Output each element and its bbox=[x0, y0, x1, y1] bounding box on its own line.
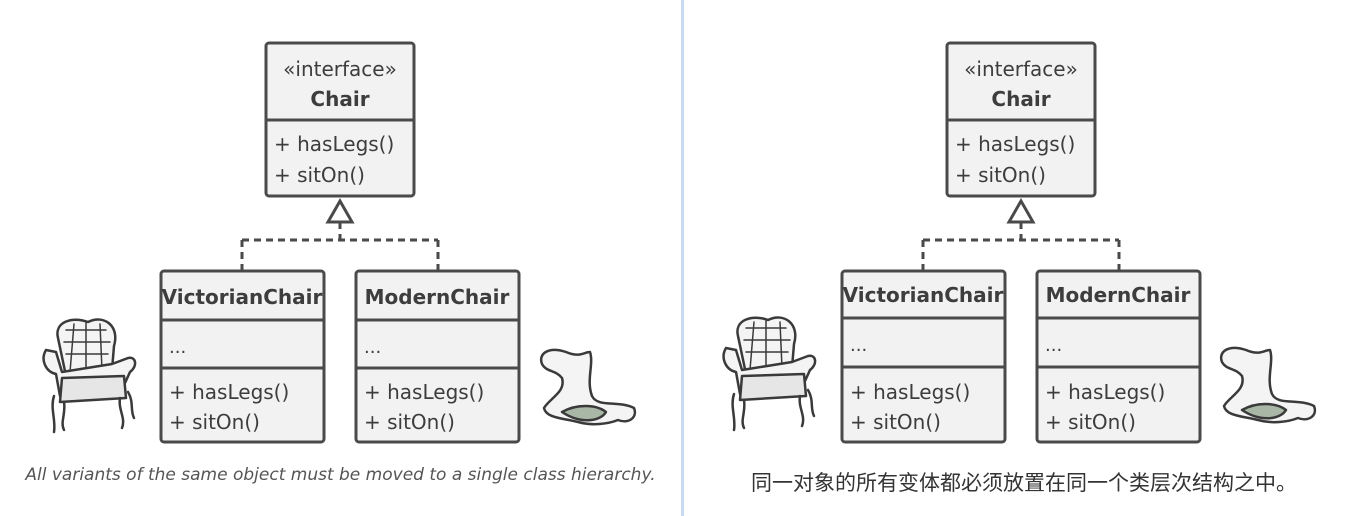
class-fields: ... bbox=[850, 335, 867, 356]
class-victorianchair-box: VictorianChair ... + hasLegs() + sitOn() bbox=[159, 269, 326, 444]
interface-method-2: + sitOn() bbox=[955, 163, 1046, 187]
class-method-1: + hasLegs() bbox=[364, 380, 484, 404]
interface-method-2: + sitOn() bbox=[274, 163, 365, 187]
class-modernchair-box: ModernChair ... + hasLegs() + sitOn() bbox=[1035, 269, 1202, 444]
class-method-2: + sitOn() bbox=[850, 410, 941, 434]
interface-method-1: + hasLegs() bbox=[955, 132, 1075, 156]
class-victorianchair-box: VictorianChair ... + hasLegs() + sitOn() bbox=[840, 269, 1007, 444]
class-method-1: + hasLegs() bbox=[850, 380, 970, 404]
class-name: VictorianChair bbox=[162, 285, 323, 309]
class-modernchair-box: ModernChair ... + hasLegs() + sitOn() bbox=[354, 269, 521, 444]
class-diagram: «interface» Chair + hasLegs() + sitOn() … bbox=[42, 41, 637, 444]
english-panel: «interface» Chair + hasLegs() + sitOn() … bbox=[25, 0, 684, 516]
class-diagram: «interface» Chair + hasLegs() + sitOn() … bbox=[722, 41, 1317, 444]
caption: All variants of the same object must be … bbox=[25, 465, 656, 485]
chinese-panel: «interface» Chair + hasLegs() + sitOn() … bbox=[686, 0, 1362, 516]
interface-method-1: + hasLegs() bbox=[274, 132, 394, 156]
interface-name: Chair bbox=[310, 87, 369, 111]
realization-connector bbox=[921, 197, 1121, 271]
class-fields: ... bbox=[169, 337, 186, 358]
caption: 同一对象的所有变体都必须放置在同一个类层次结构之中。 bbox=[751, 471, 1297, 495]
victorian-armchair-icon bbox=[722, 316, 817, 432]
class-method-2: + sitOn() bbox=[1045, 410, 1136, 434]
interface-stereotype: «interface» bbox=[964, 57, 1078, 81]
class-method-2: + sitOn() bbox=[169, 410, 260, 434]
interface-chair-box: «interface» Chair + hasLegs() + sitOn() bbox=[264, 41, 416, 198]
realization-connector bbox=[240, 197, 440, 271]
class-fields: ... bbox=[364, 337, 381, 358]
realization-arrowhead bbox=[1006, 197, 1036, 224]
class-fields: ... bbox=[1045, 335, 1062, 356]
victorian-armchair-icon bbox=[42, 318, 137, 434]
realization-arrowhead bbox=[325, 197, 355, 224]
class-name: ModernChair bbox=[1046, 283, 1191, 307]
class-name: VictorianChair bbox=[843, 283, 1004, 307]
modern-chair-icon bbox=[539, 348, 637, 426]
class-method-1: + hasLegs() bbox=[169, 380, 289, 404]
interface-name: Chair bbox=[991, 87, 1050, 111]
modern-chair-icon bbox=[1219, 346, 1317, 424]
class-method-2: + sitOn() bbox=[364, 410, 455, 434]
class-method-1: + hasLegs() bbox=[1045, 380, 1165, 404]
interface-stereotype: «interface» bbox=[283, 57, 397, 81]
class-name: ModernChair bbox=[365, 285, 510, 309]
interface-chair-box: «interface» Chair + hasLegs() + sitOn() bbox=[945, 41, 1097, 198]
